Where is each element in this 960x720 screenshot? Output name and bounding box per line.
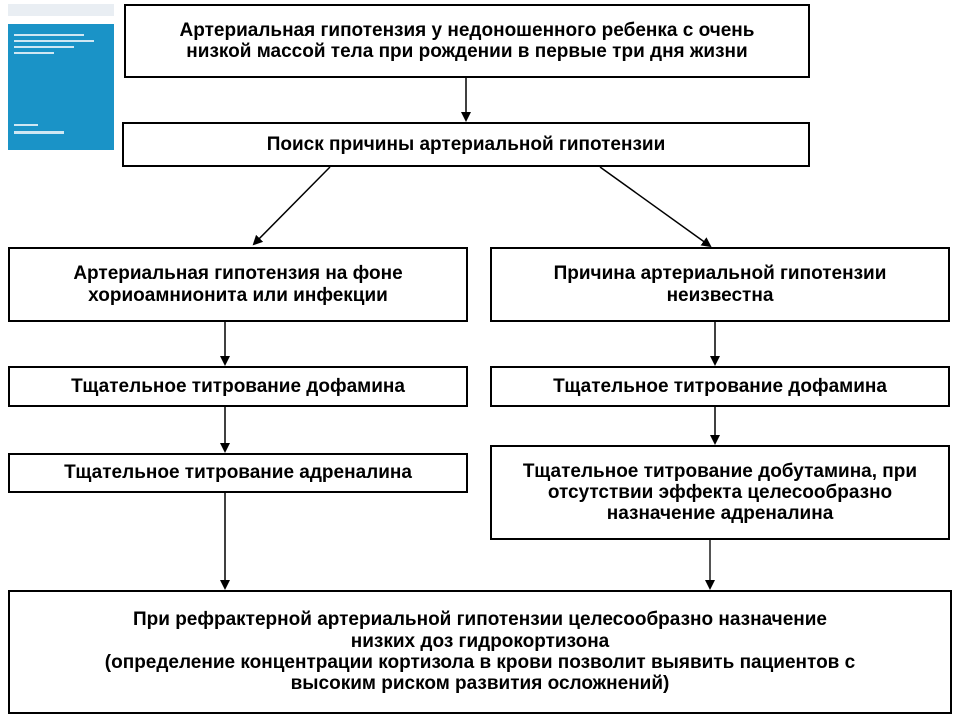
box-right-dopamine: Тщательное титрование дофамина <box>490 366 950 407</box>
box-hydrocortisone: При рефрактерной артериальной гипотензии… <box>8 590 952 714</box>
box-infection-cause: Артериальная гипотензия на фоне хориоамн… <box>8 247 468 322</box>
bottom-line-4: высоким риском развития осложнений) <box>290 673 670 695</box>
box-right-dobutamine: Тщательное титрование добутамина, при от… <box>490 445 950 540</box>
bottom-line-1: При рефрактерной артериальной гипотензии… <box>132 609 827 631</box>
box-left-dopamine: Тщательное титрование дофамина <box>8 366 468 407</box>
box-right-cause-text: Причина артериальной гипотензии неизвест… <box>553 263 887 306</box>
bottom-line-2: низких доз гидрокортизона <box>350 630 610 652</box>
box-left-adrenaline-text: Тщательное титрование адреналина <box>64 462 412 484</box>
arrow-search-to-right <box>599 166 712 248</box>
box-top-text: Артериальная гипотензия у недоношенного … <box>179 19 755 62</box>
box-arterial-hypotension: Артериальная гипотензия у недоношенного … <box>124 4 810 78</box>
box-left-cause-text: Артериальная гипотензия на фоне хориоамн… <box>73 263 403 306</box>
box-left-adrenaline: Тщательное титрование адреналина <box>8 453 468 493</box>
box-right-dobutamine-text: Тщательное титрование добутамина, при от… <box>522 460 918 525</box>
box-search-cause: Поиск причины артериальной гипотензии <box>122 122 810 167</box>
bottom-line-3: (определение концентрации кортизола в кр… <box>104 652 856 673</box>
box-right-dopamine-text: Тщательное титрование дофамина <box>553 375 887 397</box>
arrow-search-to-left <box>252 166 331 246</box>
box-unknown-cause: Причина артериальной гипотензии неизвест… <box>490 247 950 322</box>
box-left-dopamine-text: Тщательное титрование дофамина <box>71 375 405 397</box>
box-search-text: Поиск причины артериальной гипотензии <box>266 133 666 155</box>
report-cover-thumbnail <box>8 4 114 150</box>
